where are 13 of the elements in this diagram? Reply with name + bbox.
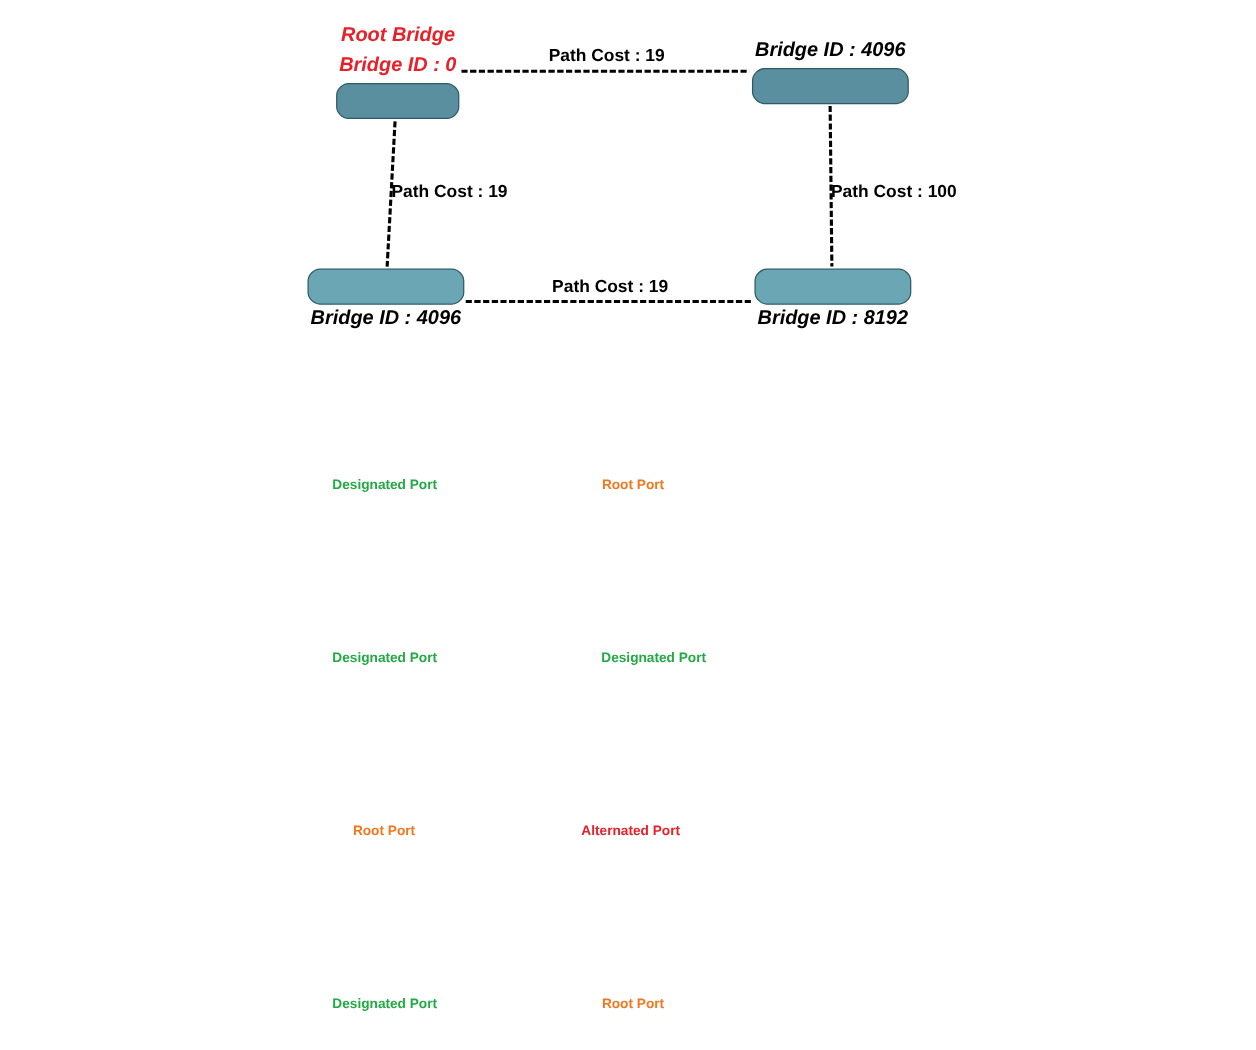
connector xyxy=(384,121,396,267)
edge-label: Path Cost : 19 xyxy=(547,45,664,66)
edge-label: Path Cost : 100 xyxy=(830,181,956,202)
edge-label: Path Cost : 19 xyxy=(551,275,668,296)
connector xyxy=(827,106,833,267)
node-label: Bridge ID : 8192 xyxy=(756,307,908,330)
node-label: Bridge ID : 0 xyxy=(338,54,456,77)
connector xyxy=(460,69,749,73)
connector xyxy=(464,299,751,304)
edge-label: Path Cost : 19 xyxy=(390,181,507,202)
node-label: Bridge ID : 4096 xyxy=(309,307,461,330)
node-label: Bridge ID : 4096 xyxy=(754,40,905,62)
node-label: Root Bridge xyxy=(340,25,454,48)
